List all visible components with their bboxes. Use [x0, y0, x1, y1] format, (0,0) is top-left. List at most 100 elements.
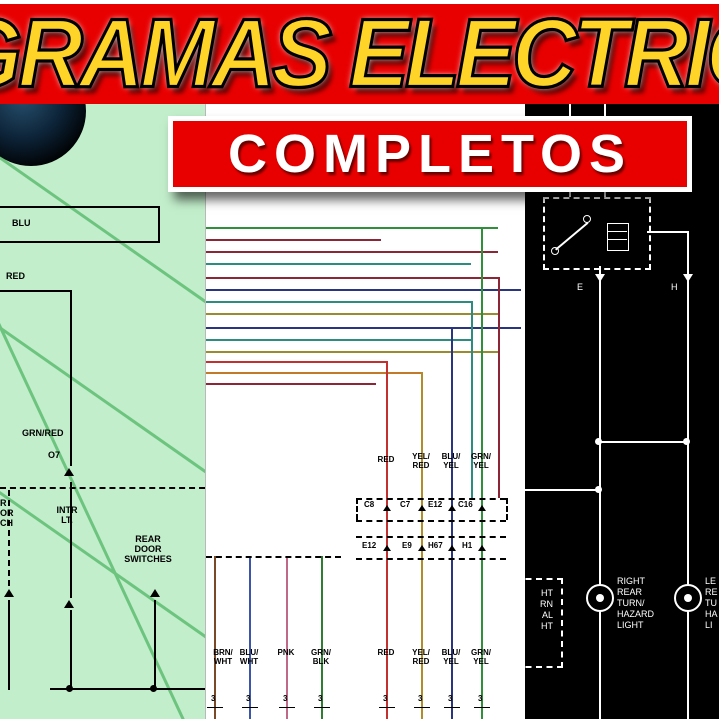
- connector-boundary: [356, 520, 506, 522]
- pin-number: 3: [418, 694, 423, 703]
- connector-boundary: [356, 536, 506, 538]
- connector-label: C8: [364, 500, 375, 509]
- wire-vertical: [8, 600, 10, 690]
- pin-number: 3: [283, 694, 288, 703]
- wire-label: GRN/ YEL: [471, 452, 491, 470]
- relay-box: [543, 197, 651, 270]
- pin-label: GRN/ YEL: [471, 648, 491, 666]
- rear-door-switches-label: REAR DOOR SWITCHES: [124, 534, 172, 564]
- pin-tick: [444, 707, 460, 708]
- wire-label-blu: BLU: [12, 218, 31, 228]
- lamp-filament: [596, 594, 604, 602]
- connector-label: E12: [362, 541, 377, 550]
- wire-vertical: [687, 611, 689, 719]
- left-edge-partial-text: R OR CH: [0, 498, 14, 528]
- dashed-boundary: [0, 487, 205, 489]
- wire-vertical: [249, 556, 251, 719]
- wire-horizontal: [206, 251, 498, 253]
- wire-vertical: [687, 231, 689, 585]
- wire-label: RED: [377, 455, 395, 464]
- connector-boundary: [506, 498, 508, 520]
- wire-vertical: [154, 600, 156, 690]
- wire-horizontal: [647, 231, 688, 233]
- pin-number: 3: [211, 694, 216, 703]
- connector-label-o7: O7: [48, 450, 61, 460]
- junction-dot: [683, 438, 690, 445]
- wire-vertical: [599, 266, 601, 585]
- arrow-up-icon: [448, 545, 456, 551]
- black-wiring-diagram-panel: E H RIGHT REAR TURN/ HAZARD LIGHT LE RE …: [525, 0, 719, 719]
- wire-horizontal: [206, 239, 381, 241]
- pin-label: BLU/ YEL: [441, 648, 461, 666]
- wire-horizontal: [206, 339, 471, 341]
- wire-label-red: RED: [6, 271, 26, 281]
- pin-number: 3: [318, 694, 323, 703]
- dashed-boundary: [8, 490, 10, 586]
- pin-number: 3: [448, 694, 453, 703]
- relay-contact: [551, 247, 559, 255]
- wire-horizontal: [206, 327, 521, 329]
- arrow-up-icon: [448, 505, 456, 511]
- wire-horizontal: [206, 361, 386, 363]
- wire-vertical: [70, 290, 72, 466]
- diagonal-line: [0, 470, 205, 662]
- pin-label: BRN/ WHT: [213, 648, 233, 666]
- pin-number: 3: [478, 694, 483, 703]
- relay-switch-lever: [555, 222, 589, 251]
- wire-horizontal: [0, 206, 160, 208]
- pin-tick: [414, 707, 430, 708]
- connector-label: C16: [458, 500, 473, 509]
- left-rear-lamp-label-partial: LE RE TU HA LI: [705, 576, 718, 630]
- pin-label: BLU/ WHT: [239, 648, 259, 666]
- pin-number: 3: [246, 694, 251, 703]
- pin-label: GRN/ BLK: [311, 648, 331, 666]
- subtitle-text: COMPLETOS: [227, 124, 633, 184]
- connector-boundary: [356, 498, 506, 500]
- arrow-down-icon: [683, 274, 693, 282]
- point-e-label: E: [577, 282, 584, 292]
- arrow-up-icon: [383, 545, 391, 551]
- arrow-up-icon: [418, 505, 426, 511]
- wire-horizontal: [0, 241, 160, 243]
- junction-dot: [66, 685, 73, 692]
- pin-tick: [207, 707, 223, 708]
- pin-label: PNK: [277, 648, 295, 657]
- wire-horizontal: [206, 263, 471, 265]
- component-box: [525, 578, 563, 668]
- arrow-up-icon: [150, 589, 160, 597]
- right-rear-lamp-label: RIGHT REAR TURN/ HAZARD LIGHT: [617, 576, 655, 630]
- arrow-up-icon: [478, 545, 486, 551]
- wire-vertical: [286, 556, 288, 719]
- wire-vertical: [471, 301, 473, 498]
- connector-label: C7: [400, 500, 411, 509]
- green-wiring-diagram-panel: BLU RED GRN/RED O7 R OR CH INTR LT. REAR…: [0, 0, 205, 719]
- connector-label: H67: [428, 541, 443, 550]
- wire-vertical: [498, 277, 500, 498]
- relay-coil: [607, 223, 629, 251]
- wire-horizontal: [525, 489, 601, 491]
- arrow-up-icon: [478, 505, 486, 511]
- wire-vertical: [70, 610, 72, 690]
- junction-dot: [595, 486, 602, 493]
- wire-horizontal: [206, 289, 521, 291]
- wire-vertical: [451, 327, 453, 719]
- arrow-up-icon: [383, 505, 391, 511]
- wire-horizontal: [206, 351, 498, 353]
- wire-label: YEL/ RED: [412, 452, 430, 470]
- wire-vertical: [158, 206, 160, 243]
- wire-vertical: [481, 227, 483, 719]
- relay-coil-line: [607, 239, 627, 240]
- wire-horizontal: [206, 383, 376, 385]
- wire-horizontal: [206, 301, 471, 303]
- wire-vertical: [386, 361, 388, 719]
- pin-number: 3: [383, 694, 388, 703]
- wire-vertical: [214, 556, 216, 719]
- connector-boundary: [356, 498, 358, 520]
- wire-vertical: [321, 556, 323, 719]
- intr-lt-label: INTR LT.: [56, 505, 78, 525]
- arrow-up-icon: [418, 545, 426, 551]
- wire-horizontal: [206, 277, 498, 279]
